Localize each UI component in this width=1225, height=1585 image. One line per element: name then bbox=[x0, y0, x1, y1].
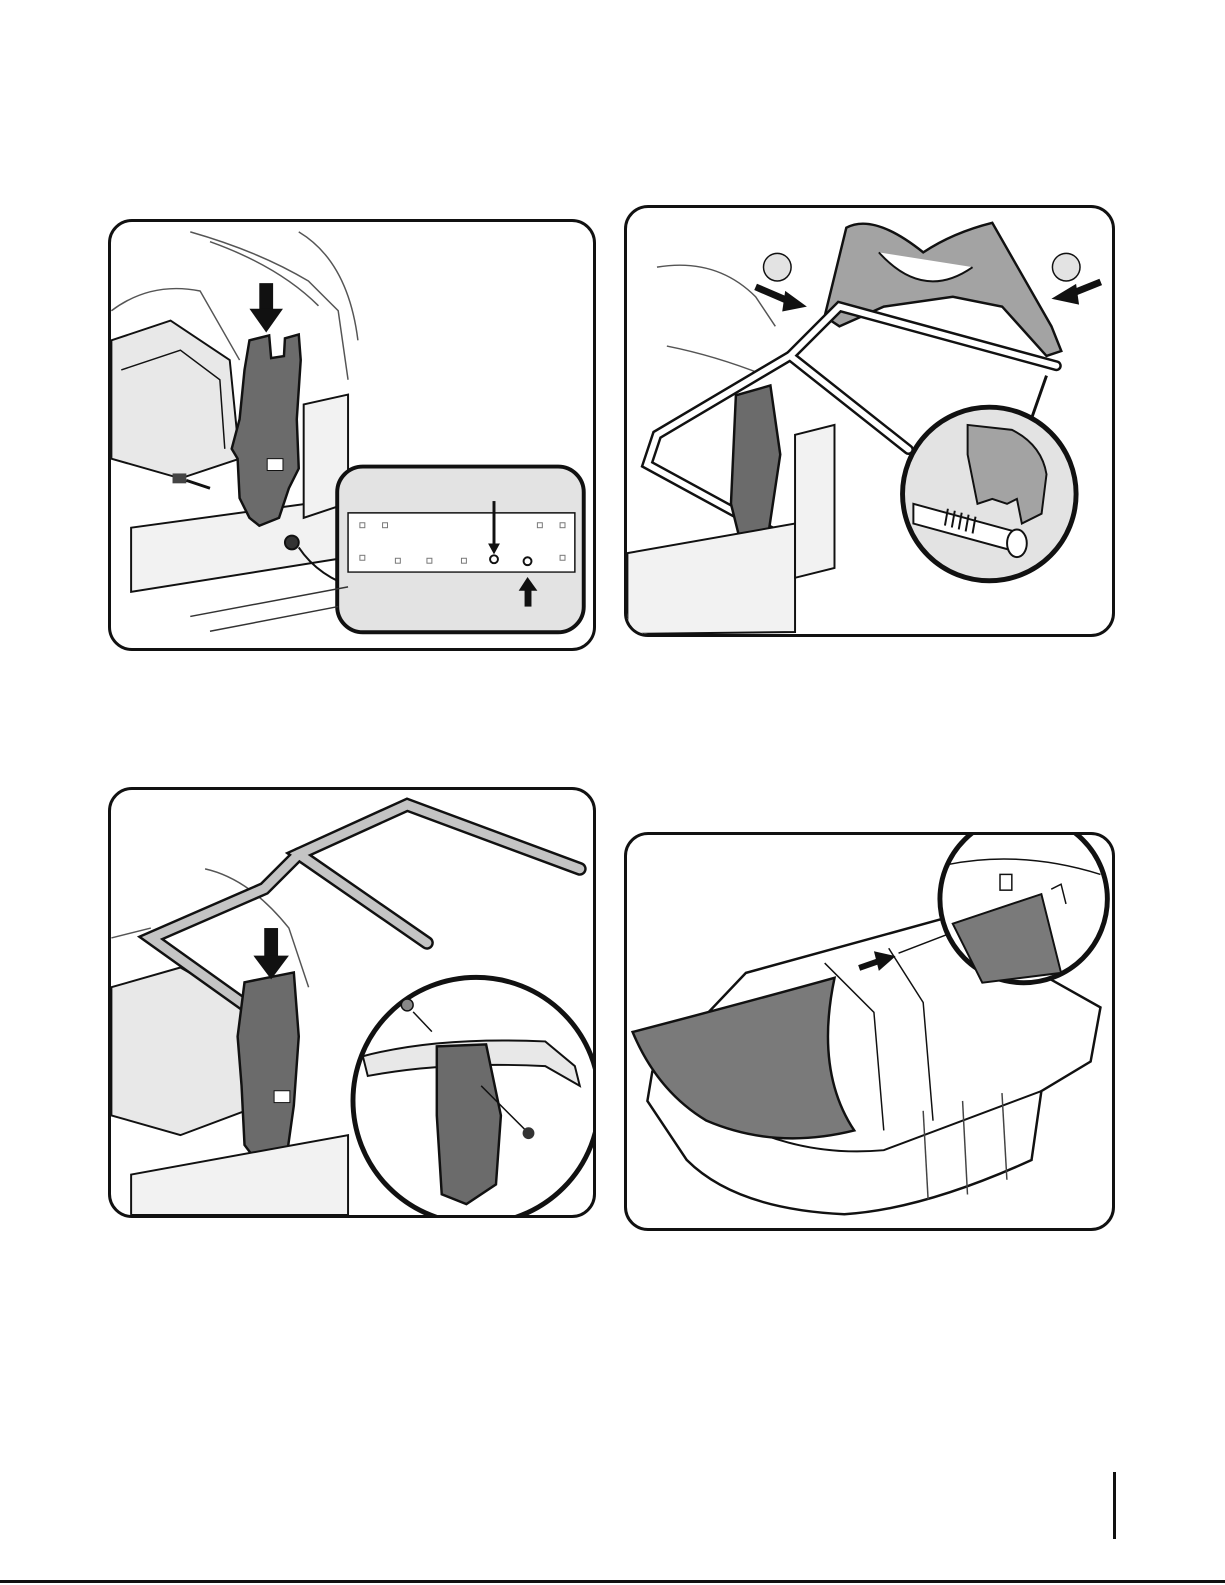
handle-frame-attach-figure bbox=[108, 787, 596, 1218]
inset-detail bbox=[337, 467, 584, 633]
footer-rule bbox=[0, 1580, 1225, 1583]
bracket-part bbox=[232, 334, 301, 525]
nut-icon bbox=[401, 999, 413, 1011]
inset-detail bbox=[903, 407, 1077, 581]
callout-marker bbox=[763, 253, 791, 281]
handle-frame-illustration bbox=[111, 790, 593, 1215]
handle-bracket-install-figure bbox=[108, 219, 596, 651]
bagger-frame-and-hood-figure bbox=[624, 205, 1115, 637]
bracket-part bbox=[238, 972, 299, 1164]
page-edge-marker bbox=[1113, 1472, 1116, 1539]
callout-marker bbox=[1052, 253, 1080, 281]
left-arrow-icon bbox=[1051, 282, 1100, 305]
down-arrow-icon bbox=[253, 928, 288, 979]
nut-icon bbox=[285, 536, 299, 550]
inset-detail bbox=[353, 977, 593, 1215]
down-arrow-icon bbox=[249, 283, 283, 332]
bracket-illustration bbox=[111, 222, 593, 648]
bag-liner-illustration bbox=[627, 835, 1112, 1228]
inset-detail bbox=[940, 835, 1107, 983]
frame-hood-illustration bbox=[627, 208, 1112, 634]
bag-liner-install-figure bbox=[624, 832, 1115, 1231]
